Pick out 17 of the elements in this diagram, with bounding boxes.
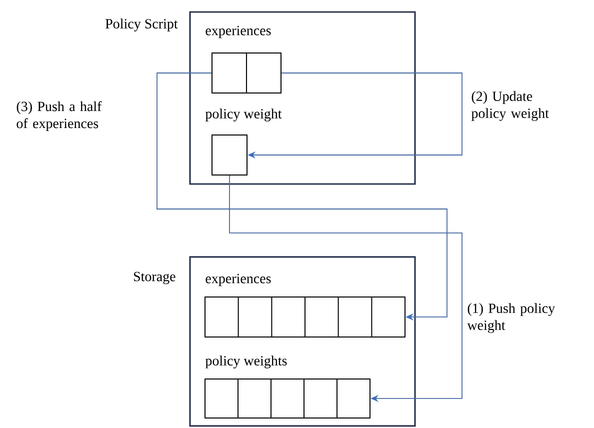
container-title: Storage [134,272,176,284]
edge-label: (3) Push a half of experiences [16,101,102,132]
array-label: policy weights [205,356,287,368]
array-label: experiences [206,274,271,286]
array-label: policy weight [205,108,282,122]
array-cells [212,52,282,94]
edge-label: (2) Update policy weight [471,91,549,121]
array-cells [204,296,406,338]
container-box [189,11,416,185]
arrow [156,72,448,321]
array-cells [204,378,370,418]
array-cells [212,134,248,176]
array-label: experiences [206,26,271,38]
container-box [189,256,416,427]
container-title: Policy Script [106,18,178,32]
arrow [229,175,462,402]
edge-label: (1) Push policy weight [467,303,556,333]
